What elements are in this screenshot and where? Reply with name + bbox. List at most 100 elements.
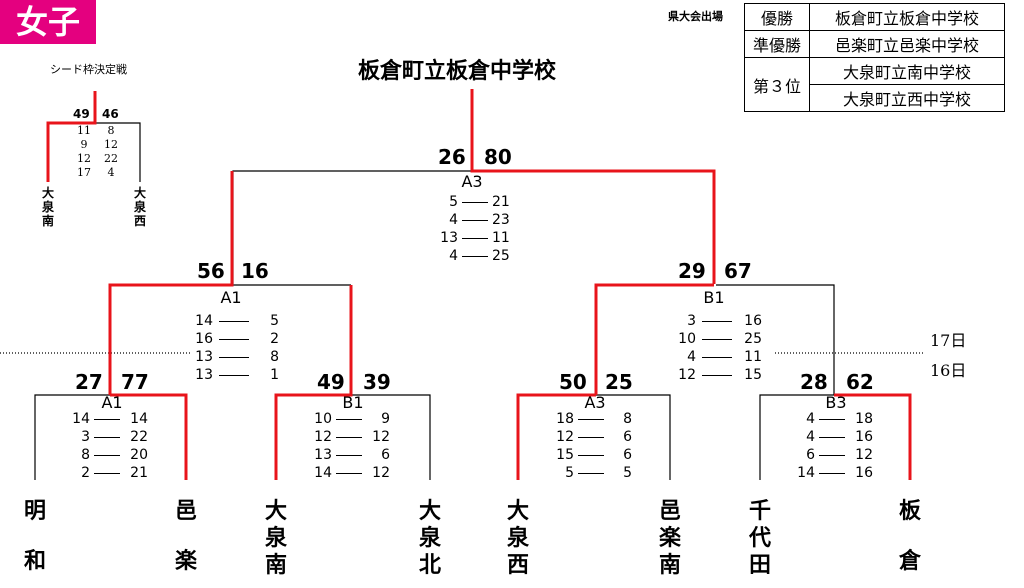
set-score-right: 23: [492, 212, 510, 228]
score-dash: [219, 374, 249, 376]
set-score-left: 14: [72, 411, 90, 427]
score-dash: [94, 418, 120, 420]
set-score-right: 15: [744, 367, 762, 383]
day-label-17: 17日: [930, 331, 967, 350]
semi-left-court: A1: [220, 288, 242, 307]
seed-set-right: 8: [107, 124, 115, 137]
seed-right-scores: 8 12 22 4: [99, 124, 123, 180]
final-left-total: 26: [438, 145, 466, 169]
qf4-left-total: 28: [800, 370, 828, 394]
score-dash: [819, 472, 845, 474]
score-dash: [94, 472, 120, 474]
qf4-right-total: 62: [846, 370, 874, 394]
set-score-right: 6: [623, 447, 632, 463]
set-score-left: 13: [314, 447, 332, 463]
score-dash: [219, 338, 249, 340]
score-dash: [819, 418, 845, 420]
results-label: 県大会出場: [668, 10, 723, 23]
set-score-left: 5: [449, 194, 458, 210]
set-score-right: 9: [381, 411, 390, 427]
final-right-total: 80: [484, 145, 512, 169]
result-place: 優勝: [743, 3, 811, 31]
score-dash: [219, 320, 249, 322]
score-dash: [578, 436, 604, 438]
set-score-left: 16: [195, 331, 213, 347]
set-score-left: 14: [195, 313, 213, 329]
team-meiwa: 明和: [23, 499, 46, 574]
result-school: 邑楽町立邑楽中学校: [809, 30, 1006, 58]
score-dash: [462, 255, 488, 257]
score-dash: [462, 219, 488, 221]
set-score-left: 5: [565, 465, 574, 481]
set-score-right: 5: [623, 465, 632, 481]
qf1-right-total: 77: [121, 370, 149, 394]
score-dash: [578, 472, 604, 474]
semi-left-left-total: 56: [197, 259, 225, 283]
set-score-left: 4: [687, 349, 696, 365]
score-dash: [462, 237, 488, 239]
set-score-right: 18: [855, 411, 873, 427]
result-school: 大泉町立西中学校: [809, 84, 1006, 112]
score-dash: [702, 338, 732, 340]
set-score-right: 12: [372, 465, 390, 481]
champion-title: 板倉町立板倉中学校: [358, 59, 557, 84]
set-score-left: 4: [449, 248, 458, 264]
score-dash: [702, 356, 732, 358]
set-score-right: 14: [130, 411, 148, 427]
score-dash: [578, 454, 604, 456]
set-score-left: 13: [440, 230, 458, 246]
seed-right-total: 46: [102, 107, 119, 121]
team-ora: 邑楽: [174, 499, 197, 574]
seed-set-left: 17: [77, 166, 91, 179]
set-score-left: 3: [81, 429, 90, 445]
qf3-right-total: 25: [605, 370, 633, 394]
seed-right-team: 大泉西: [133, 186, 146, 228]
seed-set-right: 12: [104, 138, 118, 151]
set-score-right: 5: [270, 313, 279, 329]
set-score-right: 25: [744, 331, 762, 347]
set-score-right: 8: [270, 349, 279, 365]
qf2-court: B1: [342, 393, 364, 412]
seed-set-right: 4: [107, 166, 115, 179]
set-score-left: 18: [556, 411, 574, 427]
day-label-16: 16日: [930, 361, 967, 380]
score-dash: [578, 418, 604, 420]
semi-right-right-total: 67: [724, 259, 752, 283]
results-row: 大泉町立西中学校: [745, 84, 1006, 112]
qf3-court: A3: [584, 393, 606, 412]
set-score-right: 2: [270, 331, 279, 347]
team-ora-minami: 邑楽南: [658, 499, 681, 578]
set-score-left: 12: [678, 367, 696, 383]
set-score-right: 6: [381, 447, 390, 463]
qf1-left-total: 27: [75, 370, 103, 394]
team-chiyoda: 千代田: [748, 499, 771, 578]
set-score-left: 4: [806, 411, 815, 427]
qf1-court: A1: [101, 393, 123, 412]
set-score-right: 6: [623, 429, 632, 445]
set-score-right: 21: [130, 465, 148, 481]
qf4-court: B3: [825, 393, 847, 412]
set-score-left: 13: [195, 367, 213, 383]
results-row: 準優勝 邑楽町立邑楽中学校: [743, 30, 1006, 58]
set-score-left: 12: [314, 429, 332, 445]
qf2-left-total: 49: [317, 370, 345, 394]
score-dash: [336, 454, 362, 456]
seed-set-right: 22: [104, 152, 118, 165]
semi-right-court: B1: [703, 288, 725, 307]
results-table: 優勝 板倉町立板倉中学校 準優勝 邑楽町立邑楽中学校 第３位 大泉町立南中学校 …: [743, 3, 1006, 112]
team-oizumi-kita: 大泉北: [418, 499, 441, 578]
seed-set-left: 12: [77, 152, 91, 165]
result-school: 板倉町立板倉中学校: [809, 3, 1006, 31]
team-itakura: 板倉: [898, 499, 921, 574]
score-dash: [219, 356, 249, 358]
set-score-right: 12: [855, 447, 873, 463]
seed-left-total: 49: [73, 107, 90, 121]
seed-left-scores: 11 9 12 17: [72, 124, 96, 180]
set-score-left: 3: [687, 313, 696, 329]
set-score-left: 4: [449, 212, 458, 228]
